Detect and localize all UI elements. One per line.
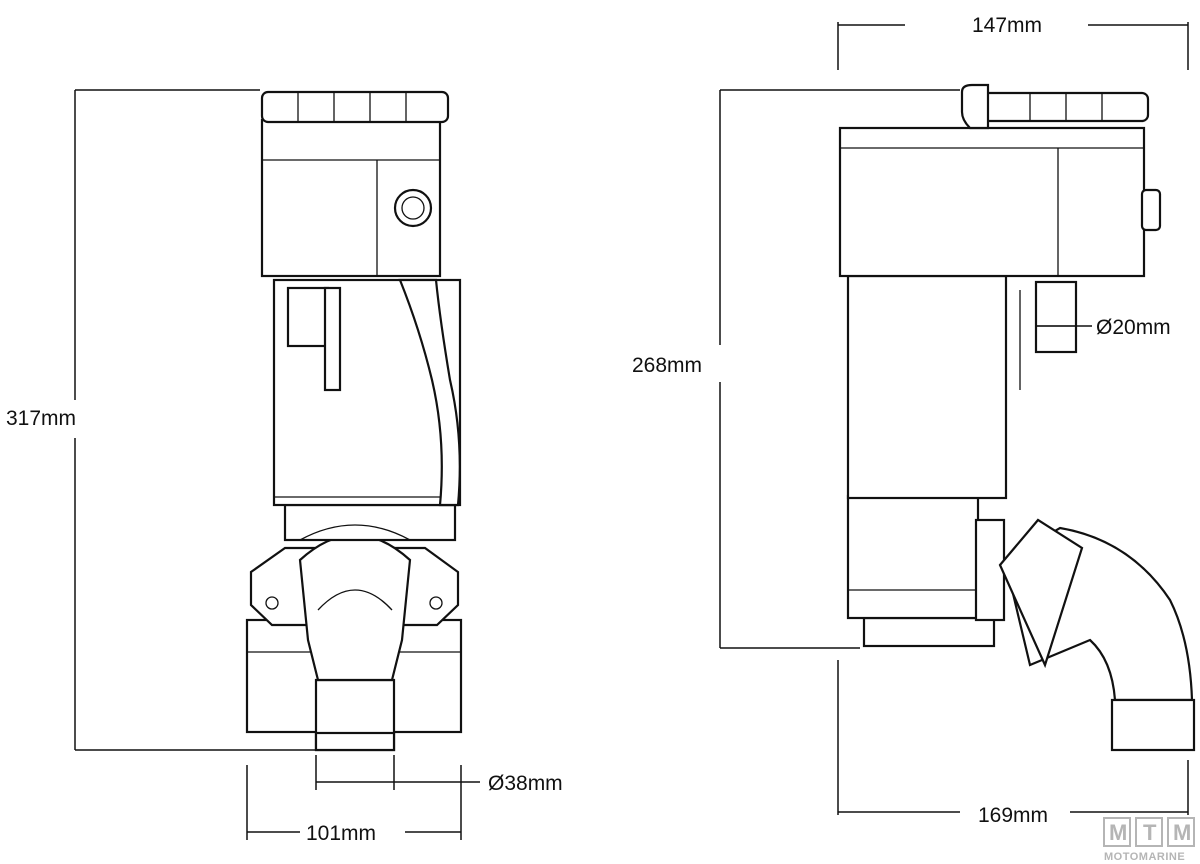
side-width-top-label: 147mm [972,14,1042,37]
side-width-bottom-label: 169mm [978,804,1048,827]
front-outlet-diameter-label: Ø38mm [488,772,563,795]
side-height-label: 268mm [632,354,702,377]
motomarine-logo: M T M MOTOMARINE [1103,817,1195,863]
logo-letter-3: M [1173,820,1191,845]
side-dimension-lines [719,22,1189,815]
front-height-label: 317mm [6,407,76,430]
logo-subtitle: MOTOMARINE [1104,851,1185,863]
logo-letter-2: T [1143,820,1157,845]
logo-letter-1: M [1109,820,1127,845]
front-dimension-lines [74,89,480,840]
front-width-label: 101mm [306,822,376,845]
front-view-pump [245,90,463,752]
side-inlet-diameter-label: Ø20mm [1096,316,1171,339]
side-view-pump [838,83,1196,752]
